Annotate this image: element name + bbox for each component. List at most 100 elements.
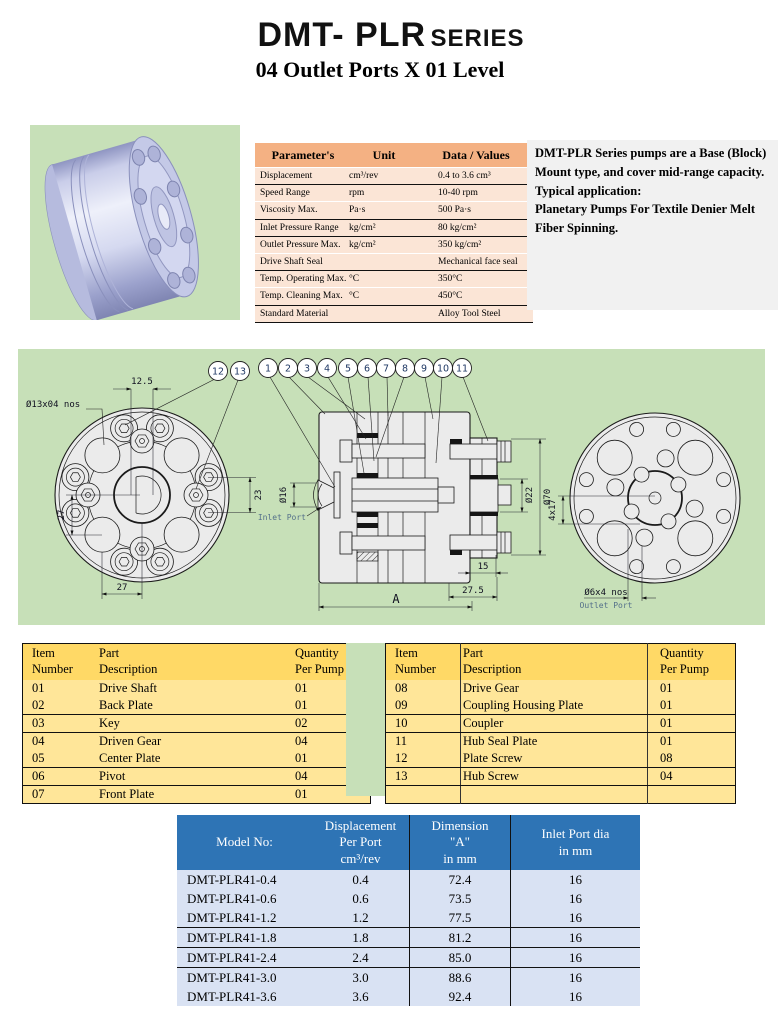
balloon-number: 12 [212,367,224,378]
balloon-number: 1 [265,364,271,375]
cell-part: Key [97,714,283,733]
cell-param: Temp. Cleaning Max. [255,287,347,306]
cell-param: Drive Shaft Seal [255,253,347,272]
col-quantity: Quantity Per Pump [647,643,736,680]
balloon-number: 6 [364,364,370,375]
cell-dimension: 92.4 [409,987,511,1006]
cell-qty: 01 [647,680,736,697]
front-view: 12.5 Ø13x04 nos 23 27 27 [26,377,264,599]
dimension-label: 27 [117,583,128,593]
cell-part: Driven Gear [97,732,283,750]
cell-part: Coupling Housing Plate [460,697,648,715]
cell-model: DMT-PLR41-0.6 [177,889,312,908]
pump-3d-image [30,125,240,321]
balloon-callout: 3 [297,358,317,378]
balloon-number: 9 [421,364,427,375]
cell-param: Temp. Operating Max. [255,270,347,289]
cell-unit [347,253,420,272]
dimension-label: Ø70 [542,489,553,505]
cell-param: Viscosity Max. [255,201,347,220]
cell-value: 10-40 rpm [420,184,533,203]
cell-param: Outlet Pressure Max. [255,236,347,254]
cell-model: DMT-PLR41-3.6 [177,987,312,1006]
specification-table: Parameter's Unit Data / Values Displacem… [255,143,533,323]
cell-item: 08 [385,680,461,697]
cell-unit: °C [347,287,420,306]
cell-value: 350 kg/cm² [420,236,533,254]
cell-model: DMT-PLR41-0.4 [177,870,312,889]
col-displacement: Displacement Per Port cm³/rev [312,815,410,870]
cell-port-dia: 16 [510,870,640,889]
cell-item: 11 [385,732,461,750]
balloon-number: 4 [324,364,330,375]
balloon-callout: 6 [357,358,377,378]
cell-port-dia: 16 [510,889,640,908]
cell-part [460,785,648,804]
cell-unit: kg/cm² [347,236,420,254]
cell-item: 04 [22,732,97,750]
balloon-leaders [124,376,489,490]
inlet-port-label: Inlet Port [258,513,306,522]
cell-qty: 08 [647,750,736,768]
cell-param: Inlet Pressure Range [255,219,347,237]
balloon-callout: 7 [376,358,396,378]
cell-displacement: 3.6 [312,987,410,1006]
balloon-callout: 2 [278,358,298,378]
cell-displacement: 2.4 [312,947,410,968]
balloon-number: 7 [383,364,389,375]
cell-item: 03 [22,714,97,733]
cell-param: Displacement [255,167,347,186]
cell-qty: 01 [647,732,736,750]
technical-drawing: 12.5 Ø13x04 nos 23 27 27 [26,358,741,611]
title-series: SERIES [430,25,525,52]
cell-unit: °C [347,270,420,289]
hole-callout-label: Ø13x04 nos [26,399,80,410]
cell-displacement: 1.2 [312,908,410,928]
hole-callout-label: Ø6x4 nos [584,587,627,598]
table-row: Item Number Part Description Quantity Pe… [22,643,371,680]
col-unit: Unit [347,143,420,168]
dimension-label: Ø16 [278,487,289,503]
cell-item: 05 [22,750,97,768]
balloon-number: 5 [345,364,351,375]
col-part-description: Part Description [460,643,648,680]
cell-port-dia: 16 [510,967,640,987]
dimension-label: 15 [478,562,489,572]
table-row: Item Number Part Description Quantity Pe… [385,643,736,680]
cell-displacement: 0.4 [312,870,410,889]
cell-part: Pivot [97,767,283,786]
col-data-values: Data / Values [420,143,533,168]
cell-unit: cm³/rev [347,167,420,186]
dimension-label: 27 [57,510,67,521]
cell-dimension: 85.0 [409,947,511,968]
cell-port-dia: 16 [510,908,640,928]
cell-displacement: 0.6 [312,889,410,908]
cell-item: 01 [22,680,97,697]
dimension-label: Ø22 [524,487,535,503]
cell-port-dia: 16 [510,927,640,948]
model-table: Model No: Displacement Per Port cm³/rev … [177,815,640,1006]
back-view: 4x17 Ø6x4 nos Outlet Port [548,412,741,610]
col-part-description: Part Description [97,643,283,680]
cell-qty: 01 [647,714,736,733]
dimension-label: A [392,592,400,606]
col-model-no: Model No: [177,815,312,870]
description-line: Planetary Pumps For Textile Denier Melt … [535,202,755,235]
cell-param: Standard Material [255,305,347,323]
description-line: Typical application: [535,183,642,198]
cell-part: Back Plate [97,697,283,715]
balloon-callout: 4 [317,358,337,378]
cell-model: DMT-PLR41-1.8 [177,927,312,948]
balloon-number: 10 [437,364,449,375]
